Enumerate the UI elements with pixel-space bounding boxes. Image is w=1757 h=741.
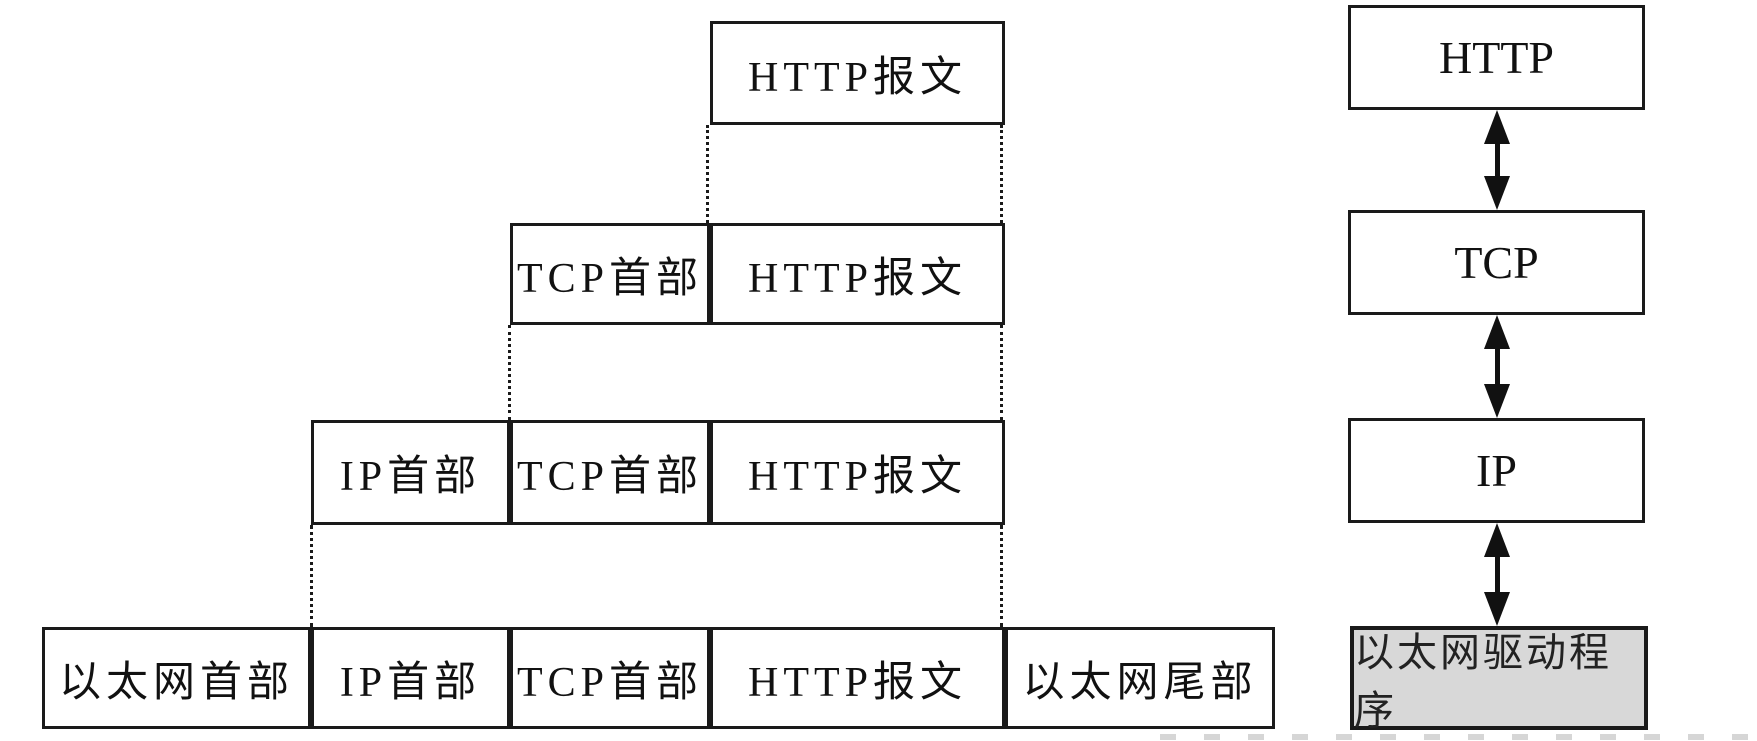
encap-row-3: IP首部 TCP首部 HTTP报文: [311, 420, 1005, 525]
cell-ethernet-trailer: 以太网尾部: [1005, 627, 1275, 729]
stack-box-ip: IP: [1348, 418, 1645, 523]
dotted-connector: [1000, 125, 1003, 223]
double-arrow: [1482, 110, 1512, 210]
cell-http-message: HTTP报文: [710, 223, 1005, 325]
cell-http-message: HTTP报文: [710, 21, 1005, 125]
arrow-up-icon: [1484, 110, 1510, 144]
arrow-up-icon: [1484, 315, 1510, 349]
stack-box-http: HTTP: [1348, 5, 1645, 110]
double-arrow: [1482, 523, 1512, 626]
arrow-up-icon: [1484, 523, 1510, 557]
cell-tcp-header: TCP首部: [510, 420, 710, 525]
arrow-down-icon: [1484, 176, 1510, 210]
stack-box-tcp: TCP: [1348, 210, 1645, 315]
cell-ethernet-header: 以太网首部: [42, 627, 311, 729]
dotted-connector: [1000, 525, 1003, 627]
arrow-shaft: [1494, 349, 1500, 384]
watermark-artifact: [1160, 734, 1757, 740]
double-arrow: [1482, 315, 1512, 418]
encap-row-1: HTTP报文: [710, 21, 1005, 125]
dotted-connector: [1000, 325, 1003, 420]
cell-tcp-header: TCP首部: [510, 223, 710, 325]
cell-http-message: HTTP报文: [710, 627, 1005, 729]
encap-row-4: 以太网首部 IP首部 TCP首部 HTTP报文 以太网尾部: [42, 627, 1275, 729]
dotted-connector: [706, 125, 709, 223]
cell-ip-header: IP首部: [311, 627, 510, 729]
arrow-down-icon: [1484, 384, 1510, 418]
dotted-connector: [310, 525, 313, 627]
stack-box-ethernet-driver: 以太网驱动程序: [1350, 626, 1648, 733]
arrow-down-icon: [1484, 592, 1510, 626]
arrow-shaft: [1494, 557, 1500, 592]
cell-http-message: HTTP报文: [710, 420, 1005, 525]
dotted-connector: [508, 325, 511, 420]
encap-row-2: TCP首部 HTTP报文: [510, 223, 1005, 325]
cell-ip-header: IP首部: [311, 420, 510, 525]
cell-tcp-header: TCP首部: [510, 627, 710, 729]
arrow-shaft: [1494, 144, 1500, 176]
